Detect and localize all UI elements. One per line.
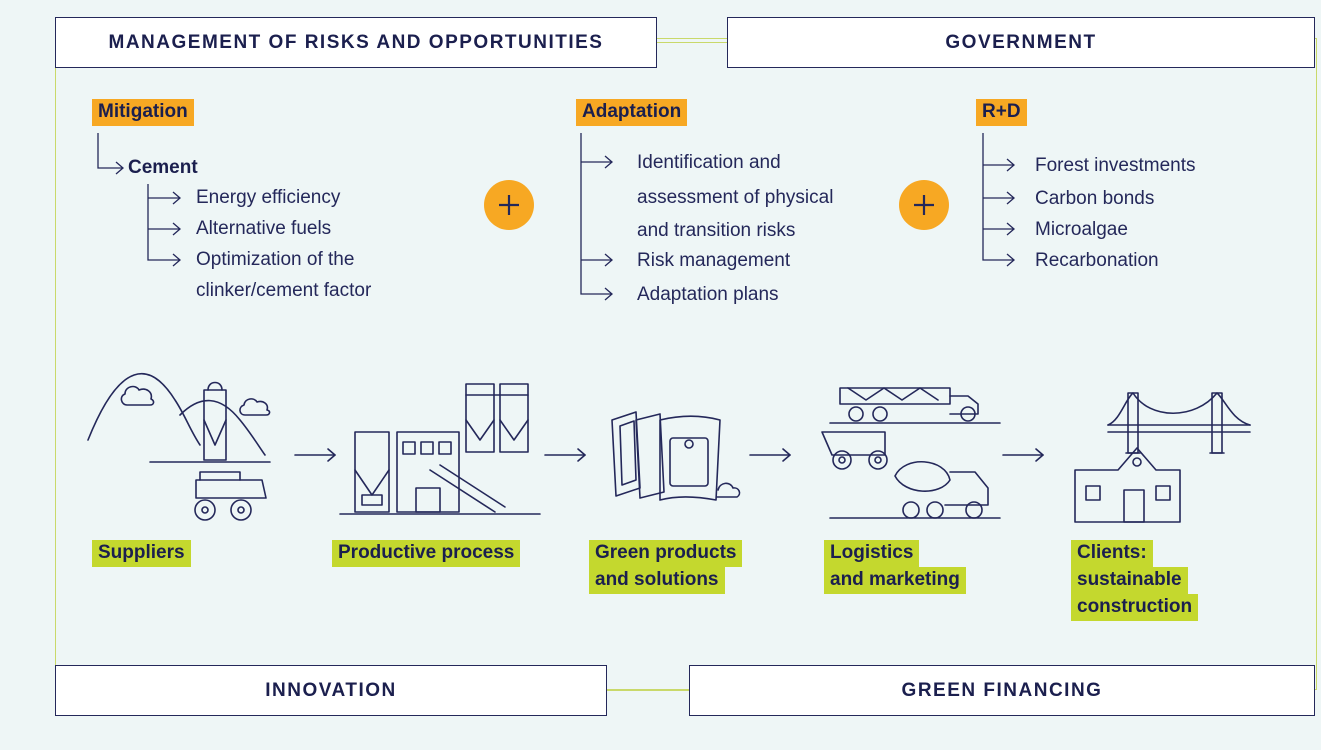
- rd-item: Forest investments: [1035, 155, 1196, 176]
- innovation-header: INNOVATION: [55, 665, 607, 716]
- adaptation-tag: Adaptation: [576, 99, 688, 126]
- productive-process-tag: Productive process: [332, 540, 521, 567]
- green-financing-header: GREEN FINANCING: [689, 665, 1315, 716]
- adaptation-item: assessment of physical: [637, 187, 834, 208]
- government-header: GOVERNMENT: [727, 17, 1315, 68]
- suppliers-tag: Suppliers: [92, 540, 191, 567]
- cement-bags-illustration: [611, 411, 741, 501]
- adaptation-item: Adaptation plans: [637, 284, 779, 305]
- mitigation-item: Energy efficiency: [196, 187, 341, 208]
- arrow-right-icon: [749, 448, 791, 462]
- rd-item: Carbon bonds: [1035, 188, 1155, 209]
- green-products-tag: Green products and solutions: [589, 540, 743, 594]
- clients-line: Clients:: [1071, 540, 1153, 567]
- arrow-right-icon: [294, 448, 336, 462]
- management-header: MANAGEMENT OF RISKS AND OPPORTUNITIES: [55, 17, 657, 68]
- suppliers-illustration: [87, 373, 271, 521]
- plus-icon: [899, 180, 949, 230]
- adaptation-item: Risk management: [637, 250, 791, 271]
- outer-frame: [55, 38, 1317, 690]
- adaptation-item: and transition risks: [637, 220, 796, 241]
- mitigation-item: clinker/cement factor: [196, 280, 372, 301]
- adaptation-item: Identification and: [637, 152, 781, 173]
- clients-line: sustainable: [1071, 567, 1188, 594]
- logistics-line: Logistics: [824, 540, 920, 567]
- rd-item: Recarbonation: [1035, 250, 1159, 271]
- mitigation-tag: Mitigation: [92, 99, 194, 126]
- header-connector: [657, 42, 727, 43]
- logistics-tag: Logistics and marketing: [824, 540, 966, 594]
- arrow-right-icon: [544, 448, 586, 462]
- footer-connector: [607, 690, 689, 691]
- green-products-line: and solutions: [589, 567, 725, 594]
- factory-illustration: [339, 383, 541, 515]
- rd-tag: R+D: [976, 99, 1027, 126]
- rd-item: Microalgae: [1035, 219, 1128, 240]
- bridge-house-illustration: [1074, 392, 1251, 523]
- trucks-illustration: [821, 387, 1001, 519]
- logistics-line: and marketing: [824, 567, 966, 594]
- clients-tag: Clients: sustainable construction: [1071, 540, 1199, 621]
- mitigation-item: Optimization of the: [196, 249, 355, 270]
- arrow-right-icon: [1002, 448, 1044, 462]
- cement-label: Cement: [128, 157, 198, 178]
- clients-line: construction: [1071, 594, 1199, 621]
- mitigation-item: Alternative fuels: [196, 218, 332, 239]
- green-products-line: Green products: [589, 540, 743, 567]
- plus-icon: [484, 180, 534, 230]
